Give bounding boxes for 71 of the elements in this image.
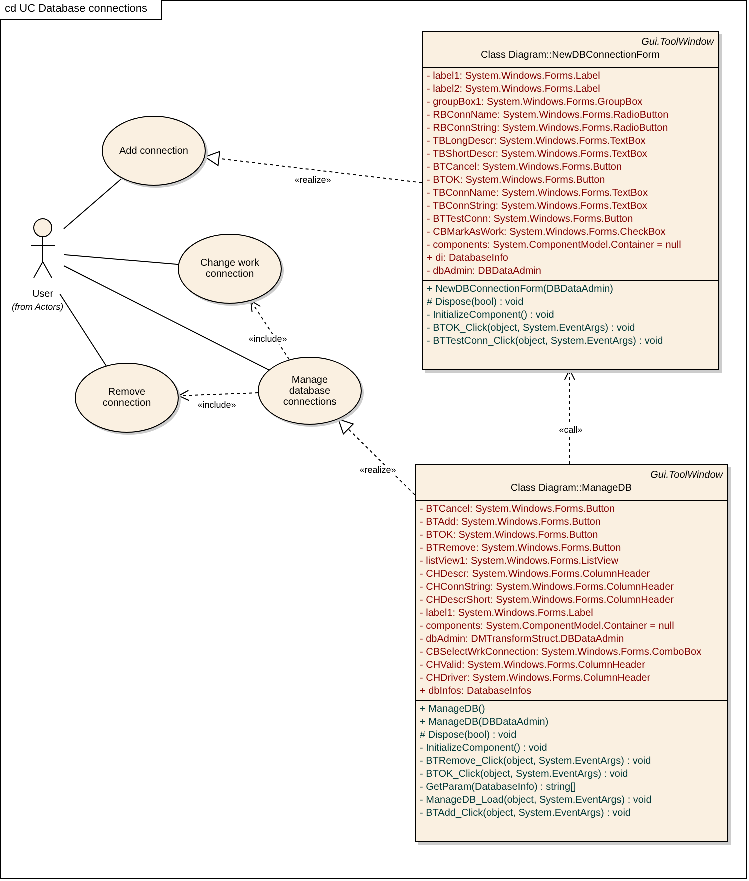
attribute-text: - BTTestConn: System.Windows.Forms.Button [427, 213, 634, 226]
class-name: Class Diagram::NewDBConnectionForm [481, 49, 660, 62]
realization-arrow [204, 151, 422, 184]
operation-text: - ManageDB_Load(object, System.EventArgs) : void [420, 794, 652, 807]
operation-text: - InitializeComponent() : void [420, 742, 548, 755]
operation-text: - BTTestConn_Click(object, System.EventArgs) : void [427, 335, 664, 348]
stereotype-label: Gui.ToolWindow [650, 469, 723, 482]
attribute-text: - TBShortDescr: System.Windows.Forms.TextBox [427, 148, 648, 161]
frame-title: cd UC Database connections [0, 0, 162, 20]
use-case-ellipse: Add connection [102, 116, 206, 186]
operation-text: + ManageDB(DBDataAdmin) [420, 716, 549, 729]
use-case-ellipse: Remove connection [75, 363, 179, 433]
attribute-text: - BTRemove: System.Windows.Forms.Button [420, 542, 622, 555]
attribute-text: - TBConnString: System.Windows.Forms.TextBox [427, 200, 648, 213]
attribute-text: - listView1: System.Windows.Forms.ListView [420, 555, 619, 568]
operation-text: # Dispose(bool) : void [427, 296, 524, 309]
attribute-text: - TBConnName: System.Windows.Forms.TextBox [427, 187, 648, 200]
realization-arrow [338, 418, 416, 496]
actor-note: (from Actors) [12, 302, 64, 312]
operation-text: - BTAdd_Click(object, System.EventArgs) : void [420, 807, 631, 820]
association-line [64, 266, 270, 371]
use-case-ellipse: Change work connection [178, 234, 282, 304]
attribute-text: - RBConnString: System.Windows.Forms.RadioButton [427, 122, 668, 135]
attribute-text: - BTAdd: System.Windows.Forms.Button [420, 516, 601, 529]
attribute-text: - CHValid: System.Windows.Forms.ColumnHeader [420, 659, 646, 672]
attribute-text: - BTCancel: System.Windows.Forms.Button [420, 503, 616, 516]
attribute-text: - CHDriver: System.Windows.Forms.ColumnHeader [420, 672, 651, 685]
attribute-text: - RBConnName: System.Windows.Forms.RadioButton [427, 109, 669, 122]
class-name: Class Diagram::ManageDB [510, 482, 632, 495]
operation-text: + ManageDB() [420, 703, 486, 716]
attribute-text: + di: DatabaseInfo [427, 252, 508, 265]
attribute-text: - CHDescr: System.Windows.Forms.ColumnHeader [420, 568, 650, 581]
operation-text: - BTOK_Click(object, System.EventArgs) : void [427, 322, 636, 335]
operation-text: # Dispose(bool) : void [420, 729, 517, 742]
attribute-text: - groupBox1: System.Windows.Forms.GroupBox [427, 96, 643, 109]
attribute-text: - label1: System.Windows.Forms.Label [420, 607, 594, 620]
attribute-text: - CHDescrShort: System.Windows.Forms.ColumnHeader [420, 594, 674, 607]
attribute-text: - dbAdmin: DMTransformStruct.DBDataAdmin [420, 633, 624, 646]
attribute-text: - BTOK: System.Windows.Forms.Button [420, 529, 598, 542]
edge-label: «include» [248, 334, 288, 344]
attribute-text: - label1: System.Windows.Forms.Label [427, 70, 600, 83]
operation-text: - BTRemove_Click(object, System.EventArgs) : void [420, 755, 652, 768]
attribute-text: - components: System.ComponentModel.Container = null [420, 620, 674, 633]
operation-text: - GetParam(DatabaseInfo) : string[] [420, 781, 576, 794]
operation-text: + NewDBConnectionForm(DBDataAdmin) [427, 283, 614, 296]
class-box [422, 31, 719, 370]
association-line [64, 254, 179, 266]
attribute-text: - TBLongDescr: System.Windows.Forms.TextBox [427, 135, 646, 148]
edge-label: «realize» [294, 175, 332, 185]
stereotype-label: Gui.ToolWindow [642, 36, 714, 49]
association-line [60, 294, 107, 366]
attribute-text: - BTOK: System.Windows.Forms.Button [427, 174, 606, 187]
association-line [64, 178, 123, 230]
edge-label: «realize» [358, 465, 398, 475]
attribute-text: - components: System.ComponentModel.Container = null [427, 239, 682, 252]
attribute-text: - CBSelectWrkConnection: System.Windows.Forms.ComboBox [420, 646, 702, 659]
include-arrow [178, 390, 259, 402]
operation-text: - BTOK_Click(object, System.EventArgs) : void [420, 768, 628, 781]
include-arrow [250, 300, 290, 360]
attribute-text: - BTCancel: System.Windows.Forms.Button [427, 161, 622, 174]
edge-label: «call» [558, 425, 584, 435]
attribute-text: - CBMarkAsWork: System.Windows.Forms.CheckBox [427, 226, 666, 239]
class-box [415, 464, 728, 842]
operation-text: - InitializeComponent() : void [427, 309, 554, 322]
attribute-text: + dbInfos: DatabaseInfos [420, 685, 532, 698]
edge-label: «include» [196, 400, 238, 410]
actor-name: User [32, 289, 54, 300]
use-case-ellipse: Manage database connections [258, 357, 362, 425]
attribute-text: - label2: System.Windows.Forms.Label [427, 83, 600, 96]
attribute-text: - CHConnString: System.Windows.Forms.ColumnHeader [420, 581, 674, 594]
attribute-text: - dbAdmin: DBDataAdmin [427, 265, 542, 278]
